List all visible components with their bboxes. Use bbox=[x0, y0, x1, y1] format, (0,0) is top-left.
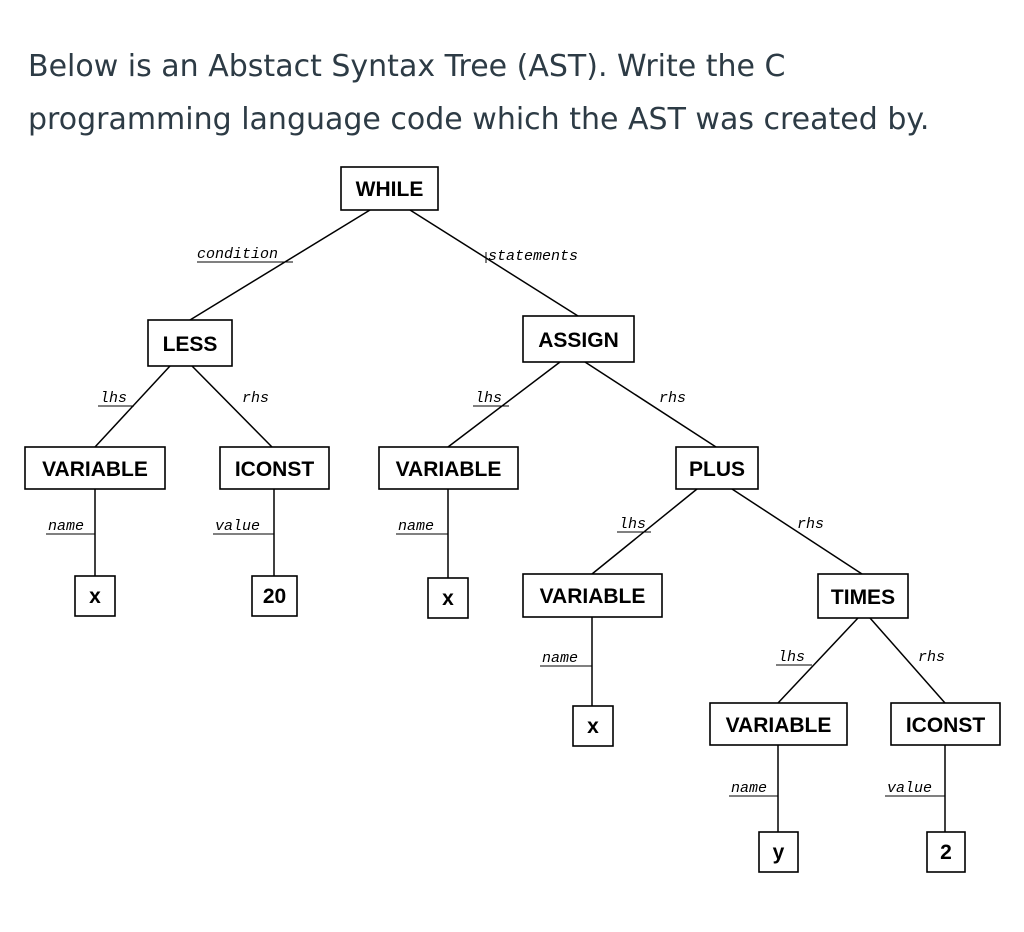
node-variable-condition: VARIABLE bbox=[24, 446, 166, 490]
edge-label-statements: statements bbox=[488, 248, 578, 265]
svg-text:VARIABLE: VARIABLE bbox=[540, 585, 646, 608]
edge-times-iconst bbox=[869, 617, 946, 704]
svg-text:PLUS: PLUS bbox=[689, 458, 745, 481]
edge-label-var-cond-name: name bbox=[48, 518, 84, 535]
node-less: LESS bbox=[147, 319, 233, 367]
node-iconst-condition: ICONST bbox=[219, 446, 330, 490]
edge-label-iconst-cond-value: value bbox=[215, 518, 260, 535]
edge-labels: condition statements lhs rhs lhs rhs nam… bbox=[46, 246, 945, 797]
edge-label-var-plus-name: name bbox=[542, 650, 578, 667]
svg-text:x: x bbox=[89, 585, 101, 608]
question-line-2: programming language code which the AST … bbox=[28, 102, 930, 137]
svg-text:VARIABLE: VARIABLE bbox=[42, 458, 148, 481]
edge-label-iconst-times-value: value bbox=[887, 780, 932, 797]
node-while: WHILE bbox=[340, 166, 439, 211]
edge-label-less-lhs: lhs bbox=[100, 390, 127, 407]
node-assign: ASSIGN bbox=[522, 315, 635, 363]
svg-text:ICONST: ICONST bbox=[906, 714, 986, 737]
node-iconst-times-rhs: ICONST bbox=[890, 702, 1001, 746]
edge-label-times-lhs: lhs bbox=[778, 649, 805, 666]
edge-less-iconst bbox=[191, 365, 273, 448]
edge-label-var-lhs-name: name bbox=[398, 518, 434, 535]
edge-label-assign-rhs: rhs bbox=[659, 390, 686, 407]
svg-text:ICONST: ICONST bbox=[235, 458, 315, 481]
node-variable-times-lhs: VARIABLE bbox=[709, 702, 848, 746]
node-x-assign-lhs: x bbox=[427, 577, 469, 619]
tree-edges bbox=[94, 209, 946, 832]
svg-text:y: y bbox=[773, 841, 785, 864]
node-variable-plus-lhs: VARIABLE bbox=[522, 573, 663, 618]
edge-label-plus-rhs: rhs bbox=[797, 516, 824, 533]
node-x-plus-lhs: x bbox=[572, 705, 614, 747]
question-text: Below is an Abstact Syntax Tree (AST). W… bbox=[28, 40, 1008, 146]
svg-text:TIMES: TIMES bbox=[831, 586, 895, 609]
edge-label-plus-lhs: lhs bbox=[619, 516, 646, 533]
svg-text:20: 20 bbox=[263, 585, 286, 608]
edge-label-assign-lhs: lhs bbox=[475, 390, 502, 407]
edge-label-var-times-name: name bbox=[731, 780, 767, 797]
edge-while-assign bbox=[409, 209, 579, 317]
node-const-20: 20 bbox=[251, 575, 298, 617]
tree-nodes: WHILE LESS ASSIGN VARIABLE ICONST VARIAB… bbox=[24, 166, 1001, 873]
svg-text:VARIABLE: VARIABLE bbox=[726, 714, 832, 737]
node-y: y bbox=[758, 831, 799, 873]
edge-assign-plus bbox=[584, 361, 717, 448]
svg-text:VARIABLE: VARIABLE bbox=[396, 458, 502, 481]
svg-text:LESS: LESS bbox=[163, 333, 218, 356]
node-plus: PLUS bbox=[675, 446, 759, 490]
edge-times-var bbox=[777, 617, 859, 704]
svg-text:2: 2 bbox=[940, 841, 952, 864]
question-line-1: Below is an Abstact Syntax Tree (AST). W… bbox=[28, 49, 786, 84]
edge-assign-var bbox=[447, 361, 561, 448]
node-variable-assign-lhs: VARIABLE bbox=[378, 446, 519, 490]
node-const-2: 2 bbox=[926, 831, 966, 873]
edge-label-times-rhs: rhs bbox=[918, 649, 945, 666]
svg-text:x: x bbox=[442, 587, 454, 610]
svg-text:x: x bbox=[587, 715, 599, 738]
node-x-condition: x bbox=[74, 575, 116, 617]
svg-text:WHILE: WHILE bbox=[356, 178, 424, 201]
edge-label-condition: condition bbox=[197, 246, 278, 263]
edge-plus-times bbox=[731, 488, 863, 575]
node-times: TIMES bbox=[817, 573, 909, 619]
edge-label-less-rhs: rhs bbox=[242, 390, 269, 407]
svg-text:ASSIGN: ASSIGN bbox=[538, 329, 619, 352]
edge-while-less bbox=[189, 209, 371, 321]
